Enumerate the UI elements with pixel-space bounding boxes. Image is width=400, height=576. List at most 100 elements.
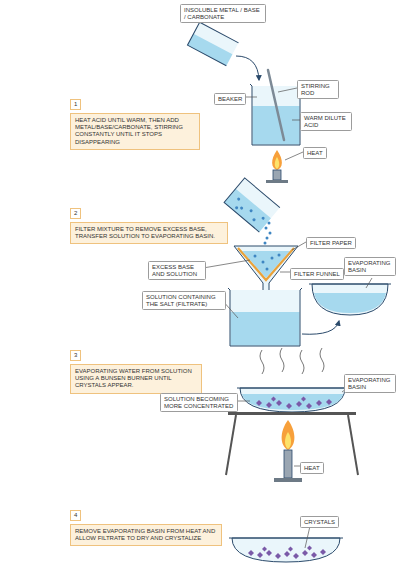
crystal [316,400,322,406]
crystal [271,397,276,402]
callout-label: HEAT [303,147,327,159]
leader-line [292,242,306,250]
pouring-beaker [187,22,238,66]
label-text: EVAPORATING BASIN [348,260,392,274]
beaker-liquid [224,189,271,232]
callout-label: FILTER PAPER [306,237,356,249]
tripod-leg [226,415,236,475]
pouring-stream [264,222,272,245]
crystal [275,553,281,559]
funnel-mixture [242,251,290,278]
excess-base [254,254,281,271]
crystal [306,403,312,409]
filter-paper [238,248,294,280]
particle [265,227,268,230]
leader-line [278,88,297,92]
label-text: EXCESS BASE AND SOLUTION [152,264,202,278]
crystal [286,403,292,409]
steam-wisp [320,348,324,372]
tripod-leg [348,415,358,475]
evaporating-basin [312,284,388,315]
crystal [311,552,317,558]
transfer-arrow [302,321,339,334]
label-text: SOLUTION BECOMING MORE CONCENTRATED [164,396,234,410]
label-text: 4 [74,512,77,519]
add-arrow [236,56,259,80]
flame-core [285,432,291,449]
label-text: FILTER FUNNEL [294,271,340,278]
step-number: 3 [70,350,81,361]
concentrated-solution [242,394,343,410]
stirring-rod [268,70,284,140]
crystals [256,397,332,410]
leader-line [203,260,250,268]
pouring-beaker [224,178,280,232]
step3-apparatus [226,348,358,482]
crystal [307,546,312,551]
step-number: 1 [70,99,81,110]
label-text: 3 [74,352,77,359]
label-text: HEAT [304,465,320,472]
label-text: STIRRING ROD [301,83,335,97]
basin-rim [229,538,343,539]
label-text: FILTER MIXTURE TO REMOVE EXCESS BASE, TR… [75,226,223,240]
callout-label: EVAPORATING BASIN [344,257,396,276]
label-text: WARM DILUTE ACID [304,115,348,129]
callout-label: STIRRING ROD [297,80,339,99]
beaker-glass [187,22,238,66]
label-text: BEAKER [218,96,242,103]
crystal [266,402,272,408]
crystal [302,550,308,556]
evaporating-basin [240,388,345,412]
leader-line [236,401,250,402]
callout-label: EVAPORATING BASIN [344,374,396,393]
crystal [256,400,262,406]
leader-line [292,120,300,121]
burner-tube [284,450,292,478]
step4-apparatus [229,526,343,562]
filtrate-liquid [231,312,300,346]
basin-liquid [314,293,386,313]
burner-tube [273,170,281,180]
callout-label: FILTER FUNNEL [290,268,344,280]
particle [249,209,253,213]
step-instruction: HEAT ACID UNTIL WARM, THEN ADD METAL/BAS… [70,113,200,150]
particle [240,206,244,210]
crystal [262,547,267,552]
steam-wisp [280,348,284,372]
crystal [301,397,306,402]
flame-core [275,157,280,169]
step2-apparatus [203,178,391,346]
label-text: EVAPORATING BASIN [348,377,392,391]
label-text: EVAPORATING WATER FROM SOLUTION USING A … [75,368,197,390]
step-instruction: REMOVE EVAPORATING BASIN FROM HEAT AND A… [70,524,222,546]
particle [269,232,272,235]
label-text: HEAT ACID UNTIL WARM, THEN ADD METAL/BAS… [75,117,195,146]
crystal [284,551,290,557]
flame [282,420,295,450]
crystal [293,553,299,559]
basin-rim [237,388,348,389]
callout-label: WARM DILUTE ACID [300,112,352,131]
particle [252,218,256,222]
beaker-outline [187,22,238,66]
label-text: 1 [74,101,77,108]
step-number: 2 [70,208,81,219]
acid-liquid [253,106,300,145]
crystals [248,546,326,560]
callout-label: SOLUTION BECOMING MORE CONCENTRATED [160,393,238,412]
particle [237,197,241,201]
callout-label: EXCESS BASE AND SOLUTION [148,261,206,280]
tripod-gauze [228,412,356,415]
particle [266,268,269,271]
step-number: 4 [70,510,81,521]
particle [266,237,269,240]
basin-rim [309,284,391,285]
steam-wisp [260,350,264,374]
beaker-liquid [187,34,232,66]
particle [264,242,267,245]
crystal [257,552,263,558]
evaporating-basin [232,538,340,562]
leader-line [366,278,372,288]
